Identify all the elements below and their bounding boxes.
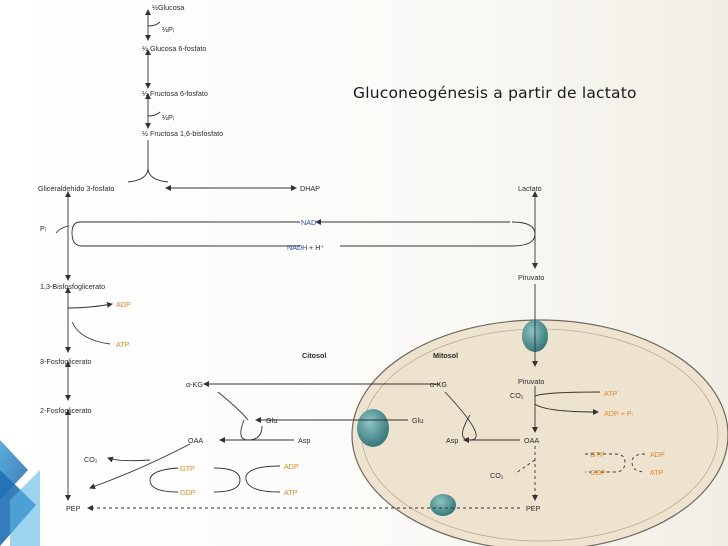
label-nad: NAD⁺ [301,218,320,227]
label-pg3: 3-Fosfoglicerato [40,357,92,366]
label-nadh: NADH [287,243,307,252]
label-pep-cytosol: PEP [66,504,81,513]
label-akg-cytosol: α-KG [186,380,203,389]
label-gap: Gliceraldehído 3-fosfato [38,184,114,193]
label-gdp-mitosol: GDP [590,468,606,477]
label-bpg13: 1,3-Bisfosfoglicerato [40,282,105,291]
label-adp-1: ADP [116,300,131,309]
label-adp-pi-mito: ADP + Pᵢ [604,409,633,418]
label-mitosol: Mitosol [433,351,458,360]
mitochondrion [351,319,728,546]
label-pi: Pᵢ [40,224,46,233]
label-lactate: Lactato [518,184,542,193]
decorative-corner-shape [0,440,40,546]
label-pyruvate-mitosol: Piruvato [518,377,544,386]
label-akg-mitosol: α-KG [430,380,447,389]
label-oaa-cytosol: OAA [188,436,203,445]
label-pg2: 2-Fosfoglicerato [40,406,92,415]
label-co2-cytosol: CO₂ [84,455,98,464]
label-atp-mito: ATP [604,389,618,398]
label-gtp-mitosol: GTP [590,450,605,459]
label-atp-cytosol-2: ATP [284,488,298,497]
label-half-fructose16bp: ½ Fructosa 1,6-bisfosfato [142,129,223,138]
label-atp-mitosol-2: ATP [650,468,664,477]
label-glu-mitosol: Glu [412,416,423,425]
label-adp-mitosol-2: ADP [650,450,665,459]
label-oaa-mitosol: OAA [524,436,539,445]
label-half-pi-2: ½Pᵢ [162,113,174,122]
label-h-plus: + H⁺ [309,243,324,252]
label-half-glucose: ½Glucosa [152,3,184,12]
label-gdp-cytosol: GDP [180,488,196,497]
label-atp-1: ATP [116,340,130,349]
label-cytosol: Citosol [302,351,326,360]
label-adp-cytosol: ADP [284,462,299,471]
diagram-labels: ½Glucosa ½Pᵢ ½ Glucosa 6-fosfato ½ Fruct… [38,3,665,513]
label-asp-cytosol: Asp [298,436,310,445]
transporter-pep [430,494,456,516]
label-half-glucose6p: ½ Glucosa 6-fosfato [142,44,206,53]
pathway-lines [55,9,646,511]
label-co2-mito-2: CO₂ [490,471,504,480]
label-gtp-cytosol: GTP [180,464,195,473]
label-dhap: DHAP [300,184,320,193]
label-half-fructose6p: ½ Fructosa 6-fosfato [142,89,208,98]
label-asp-mitosol: Asp [446,436,458,445]
transporter-glu-asp [357,409,389,447]
label-half-pi-1: ½Pᵢ [162,25,174,34]
label-glu-cytosol: Glu [266,416,277,425]
label-co2-mito-1: CO₂ [510,391,524,400]
label-pep-mitosol: PEP [526,504,541,513]
label-pyruvate-cytosol: Piruvato [518,273,544,282]
page-title: Gluconeogénesis a partir de lactato [353,84,637,102]
